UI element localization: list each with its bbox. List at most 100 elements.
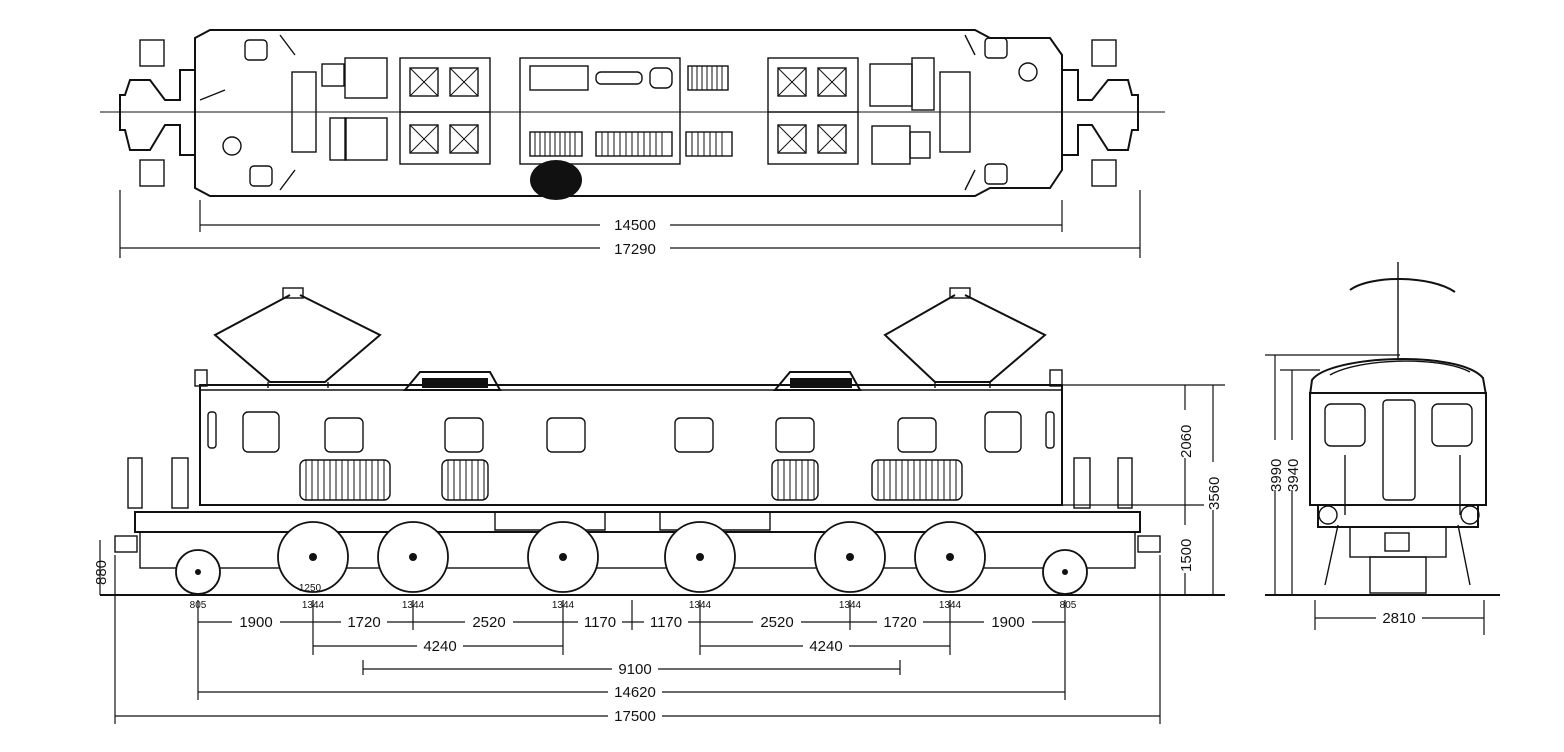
dim-bg-3560 [1204,462,1222,510]
plan-handwheel-left [222,136,242,156]
spacing-4: 1170 [584,614,616,631]
dim-2060: 2060 [1178,425,1195,458]
plan-central-box [529,65,589,91]
spacing-2: 1720 [347,614,380,631]
plan-resistor-frame-right [767,57,859,165]
roof-equip-right-fill [790,378,852,388]
pantograph-right [883,287,1047,388]
handrail-left-2 [171,457,189,509]
plan-equip-b [321,63,345,87]
plan-hatch-3 [984,37,1008,59]
plan-handwheel-right [1018,62,1038,82]
buffer-right [1137,535,1161,553]
pantograph-left [213,287,382,388]
plan-xbox-group-right [777,67,847,154]
roof-horn-left [194,369,208,387]
plan-hatch-2 [249,165,273,187]
side-body [199,384,1063,506]
dim-880: 880 [93,560,110,585]
dim-bg-14620 [608,683,662,699]
plan-cab-right [964,34,976,191]
dim-4240-left: 4240 [423,638,456,655]
tanks [494,512,771,531]
spacing-5: 1170 [650,614,682,631]
plan-equip-h [939,71,971,153]
spacing-8: 1900 [991,614,1024,631]
handrail-left-1 [127,457,143,509]
plan-grille-lines-1 [691,66,723,90]
end-buffer-left [1318,505,1338,525]
plan-buffer-right-top [1091,39,1117,67]
dim-bg-2060 [1176,410,1194,458]
plan-equip-d [344,117,388,161]
end-legs [1324,524,1471,586]
end-roof [1309,358,1487,396]
plan-grille-3 [595,131,673,157]
dim-bg-4240-left [417,637,463,653]
plan-dim-bg-1 [600,216,670,232]
plan-buffer-left-top [139,39,165,67]
plan-xbox-group-left [409,67,479,154]
dim-17500: 17500 [614,708,656,725]
plan-dim-bg-2 [600,240,670,256]
plan-buffer-right-bottom [1091,159,1117,187]
end-dim-bg-2810 [1376,609,1422,625]
plan-dim-17290: 17290 [614,241,656,258]
plan-grille-2 [529,131,583,157]
dim-9100: 9100 [618,661,651,678]
side-wheels [175,521,1088,595]
dim-1500: 1500 [1178,539,1195,572]
plan-coupler-right [1062,69,1139,156]
plan-hatch-1 [244,39,268,61]
end-window-right [1431,403,1473,447]
label-805-right: 805 [1060,600,1077,611]
end-dim-bg [1266,440,1300,490]
plan-equip-a [291,71,317,153]
buffer-left [114,535,138,553]
end-door [1382,399,1416,501]
handrail-right-2 [1117,457,1133,509]
end-beam [1317,504,1479,528]
label-1250: 1250 [299,583,322,594]
spacing-6: 2520 [760,614,793,631]
spacing-labels: 1900 1720 2520 1170 1170 2520 1720 1900 [232,613,1032,631]
dim-3560: 3560 [1206,477,1223,510]
plan-equip-j [909,131,931,159]
plan-coupler-left [119,69,195,156]
plan-dim-14500: 14500 [614,217,656,234]
dim-bg-1500 [1176,525,1194,573]
handrail-right-1 [1073,457,1091,509]
spacing-3: 2520 [472,614,505,631]
side-windows [207,411,1055,453]
plan-grille-lines-3 [601,132,663,156]
plan-cab-left [199,34,296,191]
end-dim-2810: 2810 [1382,610,1415,627]
end-roof-inner [1329,360,1471,376]
plan-grille-4 [685,131,733,157]
plan-view: 14500 17290 [100,29,1165,258]
dim-bg-9100 [612,660,658,676]
end-view: 3990 3940 2810 [1265,262,1500,635]
plan-central-tank [595,71,643,85]
end-window-left [1324,403,1366,447]
dim-bg-4240-right [803,637,849,653]
plan-central-compressor [649,67,673,89]
plan-resistor-frame-left [399,57,491,165]
underframe [134,511,1141,533]
plan-ink-blot [530,160,582,200]
end-buffer-right [1460,505,1480,525]
side-view: 805 1250 1344 1344 1344 1344 1344 1344 8… [93,287,1225,725]
spacing-7: 1720 [883,614,916,631]
plan-equip-i [871,125,911,165]
plan-buffer-left-bottom [139,159,165,187]
end-truck [1369,556,1427,594]
plan-grille-lines-4 [691,132,723,156]
roof-horn-right [1049,369,1063,387]
plan-hatch-4 [984,163,1008,185]
roof-equip-left-fill [422,378,488,388]
plan-body-outline [194,29,1063,197]
bogie-frames [139,531,1136,569]
end-coupler [1384,532,1410,552]
side-louvres [299,459,963,501]
